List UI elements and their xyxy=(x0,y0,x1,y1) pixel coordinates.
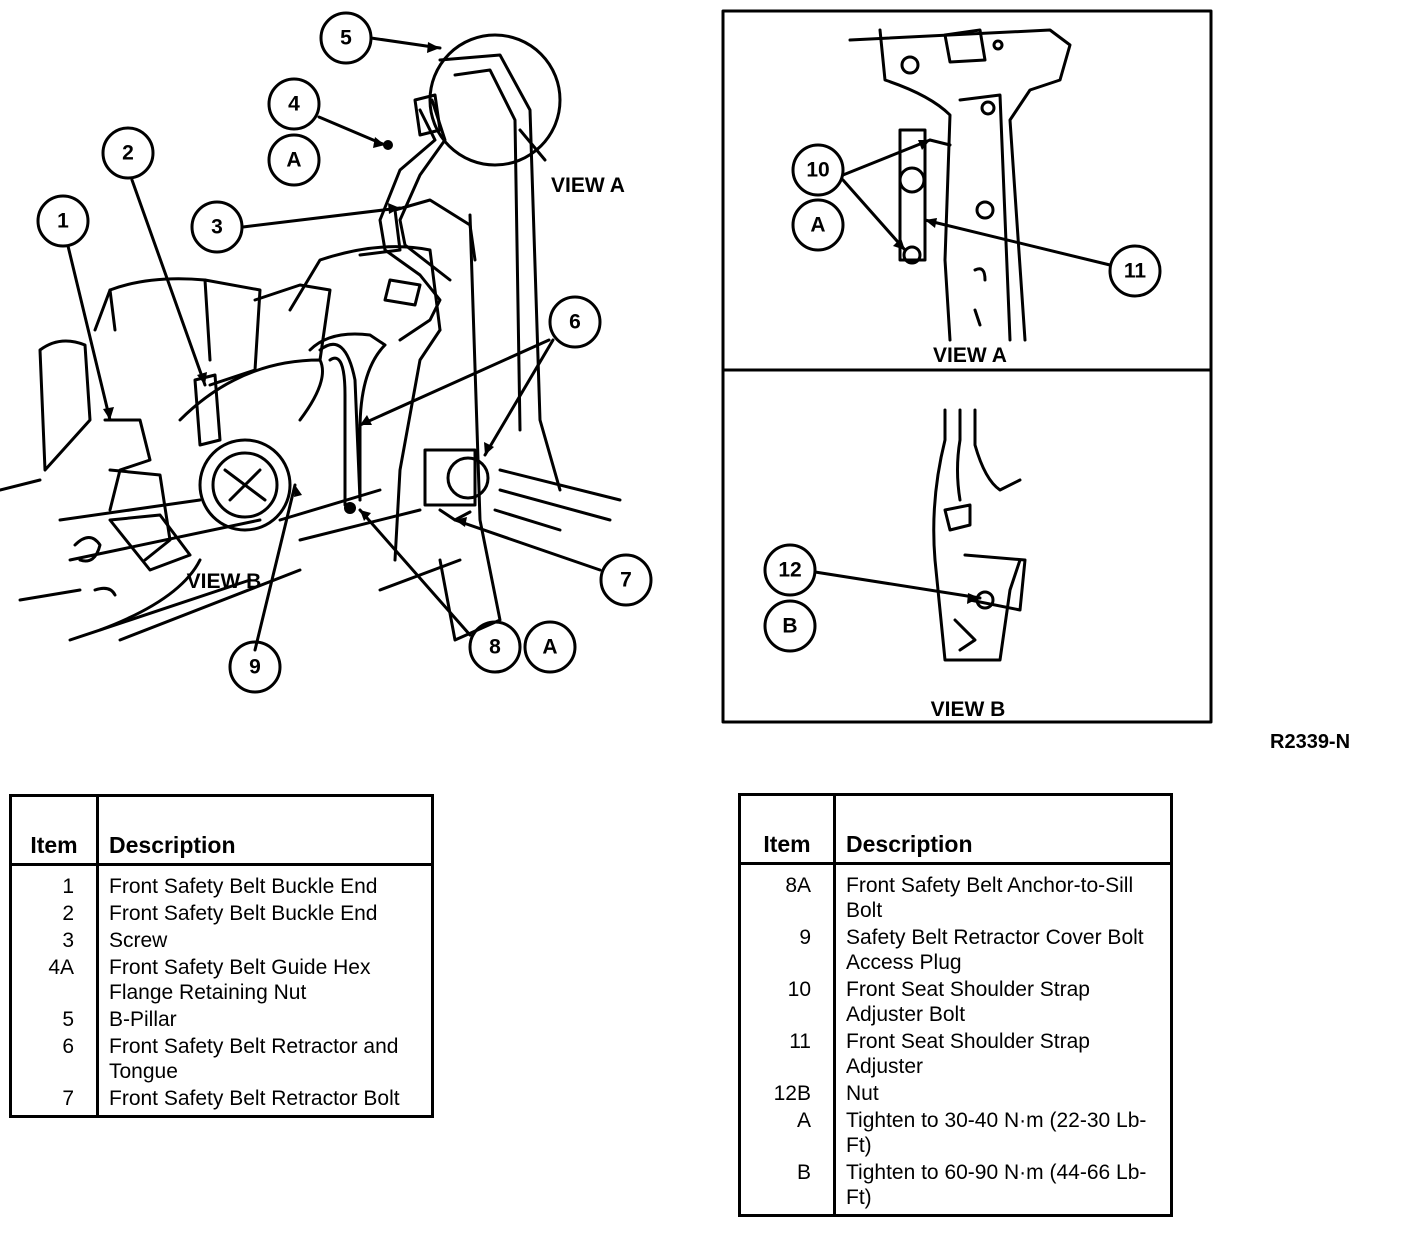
legend-item: B xyxy=(739,1159,836,1216)
callout-8-letter-text: A xyxy=(542,636,557,659)
view-a-zoom-circle xyxy=(428,33,562,167)
legend-right-header-item: Item xyxy=(739,794,836,865)
inset-frame xyxy=(721,9,1213,724)
callout-5-text: 5 xyxy=(340,27,352,50)
legend-item: 10 xyxy=(739,976,836,1028)
view-b-label-inset: VIEW B xyxy=(931,698,1006,721)
callout-5 xyxy=(319,11,373,65)
callout-3 xyxy=(190,200,244,254)
callout-12-letter xyxy=(763,599,817,653)
callout-12-text: 12 xyxy=(778,559,801,582)
callout-12 xyxy=(763,543,817,597)
legend-item: 1 xyxy=(10,864,99,900)
inset-leader-lines xyxy=(813,138,1112,600)
legend-description: Safety Belt Retractor Cover Bolt Access … xyxy=(846,926,1144,974)
legend-row: 12B Nut xyxy=(739,1080,1172,1107)
callout-11-text: 11 xyxy=(1124,260,1147,283)
view-b-label-main: VIEW B xyxy=(187,570,262,593)
callout-8-text: 8 xyxy=(489,636,501,659)
legend-row: 3 Screw xyxy=(10,927,433,954)
legend-description: Front Safety Belt Retractor Bolt xyxy=(109,1087,400,1110)
buckle-assemblies xyxy=(73,373,292,597)
legend-row: 7 Front Safety Belt Retractor Bolt xyxy=(10,1085,433,1117)
legend-row: 5 B-Pillar xyxy=(10,1006,433,1033)
leader-lines xyxy=(66,36,602,652)
legend-row: 9 Safety Belt Retractor Cover Bolt Acces… xyxy=(739,924,1172,976)
callout-2-text: 2 xyxy=(122,142,134,165)
legend-description: Front Seat Shoulder Strap Adjuster Bolt xyxy=(846,978,1090,1026)
legend-item: A xyxy=(739,1107,836,1159)
legend-row: B Tighten to 60-90 N·m (44-66 Lb-Ft) xyxy=(739,1159,1172,1216)
callout-8 xyxy=(468,620,522,674)
belt-webbing xyxy=(318,93,452,507)
legend-left-header-item: Item xyxy=(10,795,99,866)
inset-view-b-drawing xyxy=(932,408,1027,662)
legend-item: 11 xyxy=(739,1028,836,1080)
legend-row: 1 Front Safety Belt Buckle End xyxy=(10,864,433,900)
legend-row: 11 Front Seat Shoulder Strap Adjuster xyxy=(739,1028,1172,1080)
legend-row: 4A Front Safety Belt Guide Hex Flange Re… xyxy=(10,954,433,1006)
legend-description: B-Pillar xyxy=(109,1008,177,1031)
legend-item: 12B xyxy=(739,1080,836,1107)
legend-item: 6 xyxy=(10,1033,99,1085)
seat-belt-diagram: 5 4 A 2 1 3 6 7 8 A 9 10 A 11 12 B VIEW … xyxy=(0,9,1213,724)
legend-description: Screw xyxy=(109,929,168,952)
callout-4 xyxy=(267,77,321,131)
callout-2 xyxy=(101,126,155,180)
legend-description: Front Seat Shoulder Strap Adjuster xyxy=(846,1030,1090,1078)
callout-6-text: 6 xyxy=(569,311,581,334)
legend-item: 9 xyxy=(739,924,836,976)
callout-10-letter xyxy=(791,198,845,252)
legend-description: Tighten to 60-90 N·m (44-66 Lb-Ft) xyxy=(846,1161,1147,1209)
callout-7-text: 7 xyxy=(620,569,632,592)
callout-8-letter xyxy=(523,620,577,674)
callout-7 xyxy=(599,553,653,607)
inset-view-a-drawing xyxy=(848,28,1072,342)
callout-1-text: 1 xyxy=(57,210,69,233)
legend-item: 2 xyxy=(10,900,99,927)
callout-11 xyxy=(1108,244,1162,298)
callout-10-letter-text: A xyxy=(810,214,825,237)
view-a-label-main: VIEW A xyxy=(551,174,625,197)
legend-left-header-description: Description xyxy=(97,795,433,866)
legend-description: Front Safety Belt Anchor-to-Sill Bolt xyxy=(846,874,1134,922)
callout-1 xyxy=(36,194,90,248)
callout-12-letter-text: B xyxy=(782,615,797,638)
legend-description: Front Safety Belt Buckle End xyxy=(109,902,378,925)
callout-10 xyxy=(791,143,845,197)
callout-4-letter-text: A xyxy=(286,149,301,172)
legend-table-left: Item Description 1 Front Safety Belt Buc… xyxy=(9,794,434,1118)
view-a-label-inset: VIEW A xyxy=(933,344,1007,367)
legend-description: Front Safety Belt Buckle End xyxy=(109,875,378,898)
callout-6 xyxy=(548,295,602,349)
callout-4-text: 4 xyxy=(288,93,300,116)
legend-item: 3 xyxy=(10,927,99,954)
seat-illustration xyxy=(0,198,477,642)
callout-9-text: 9 xyxy=(249,656,261,679)
legend-item: 5 xyxy=(10,1006,99,1033)
callout-4-letter xyxy=(267,133,321,187)
legend-row: A Tighten to 30-40 N·m (22-30 Lb-Ft) xyxy=(739,1107,1172,1159)
legend-description: Nut xyxy=(846,1082,879,1105)
callout-10-text: 10 xyxy=(806,159,829,182)
legend-row: 6 Front Safety Belt Retractor and Tongue xyxy=(10,1033,433,1085)
legend-description: Tighten to 30-40 N·m (22-30 Lb-Ft) xyxy=(846,1109,1147,1157)
legend-row: 10 Front Seat Shoulder Strap Adjuster Bo… xyxy=(739,976,1172,1028)
figure-reference: R2339-N xyxy=(1270,731,1351,753)
legend-description: Front Safety Belt Retractor and Tongue xyxy=(109,1035,399,1083)
legend-item: 8A xyxy=(739,863,836,924)
legend-item: 7 xyxy=(10,1085,99,1117)
legend-description: Front Safety Belt Guide Hex Flange Retai… xyxy=(109,956,371,1004)
legend-table-right: Item Description 8A Front Safety Belt An… xyxy=(738,793,1173,1217)
legend-item: 4A xyxy=(10,954,99,1006)
callout-3-text: 3 xyxy=(211,216,223,239)
legend-row: 8A Front Safety Belt Anchor-to-Sill Bolt xyxy=(739,863,1172,924)
callout-9 xyxy=(228,640,282,694)
legend-row: 2 Front Safety Belt Buckle End xyxy=(10,900,433,927)
legend-right-header-description: Description xyxy=(834,794,1172,865)
